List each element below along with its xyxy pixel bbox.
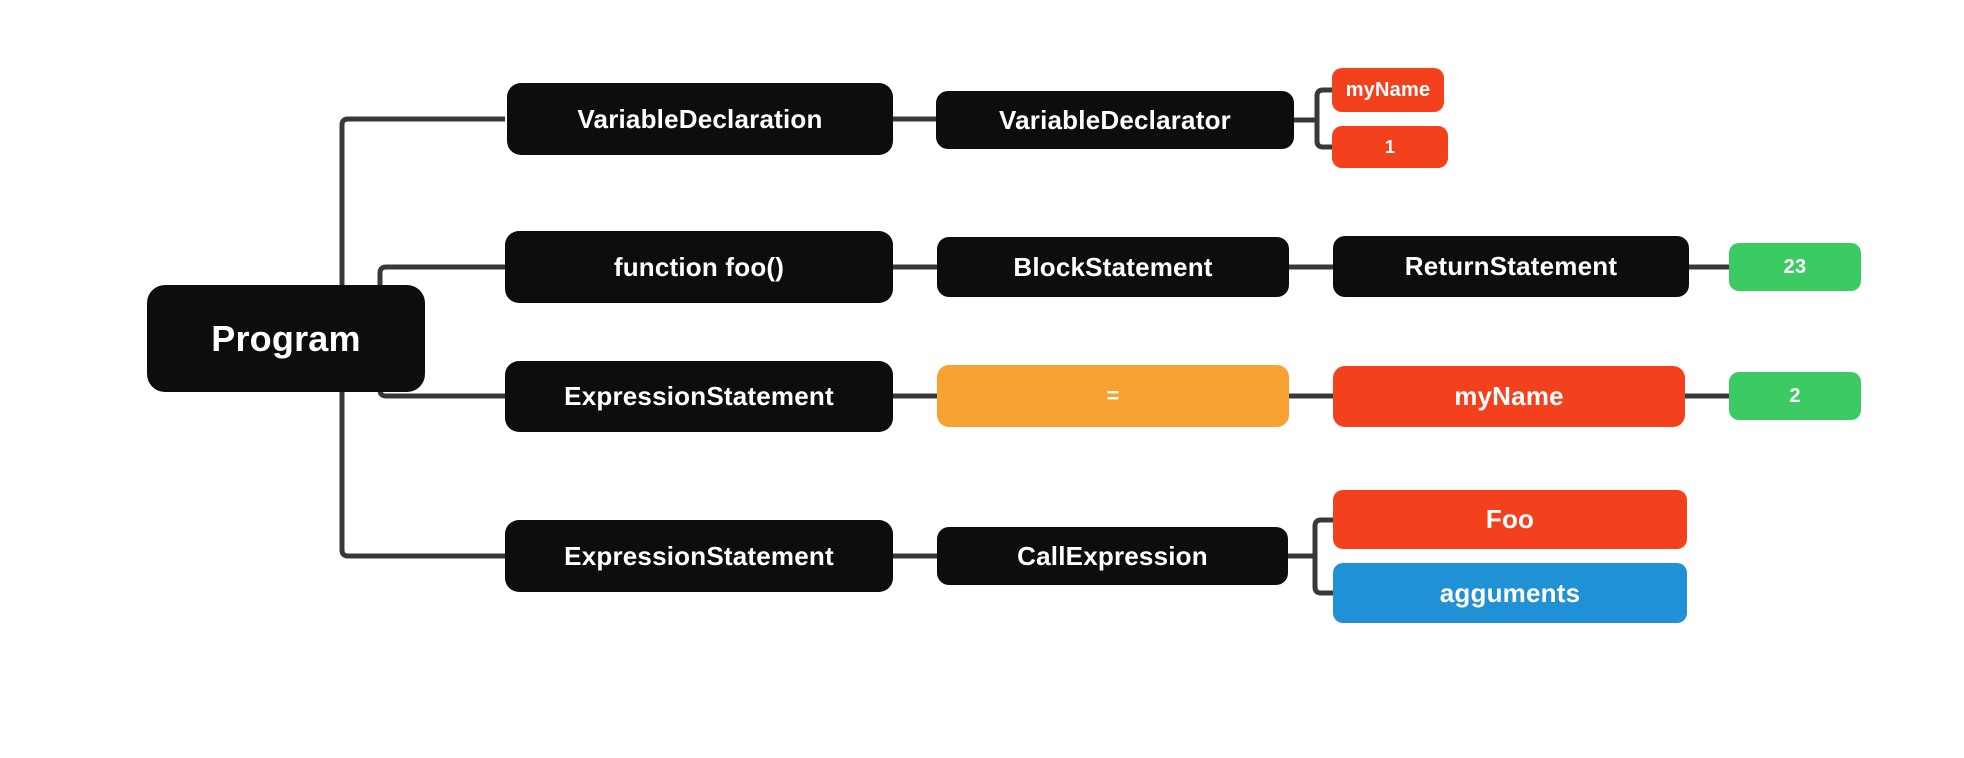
edge-callexpr-children <box>1288 517 1333 596</box>
node-literal-2: 2 <box>1729 372 1861 420</box>
node-literal-1: 1 <box>1332 126 1448 168</box>
node-literal-23: 23 <box>1729 243 1861 291</box>
node-callee-foo: Foo <box>1333 490 1687 549</box>
node-variable-declarator: VariableDeclarator <box>936 91 1294 149</box>
node-expression-statement-call: ExpressionStatement <box>505 520 893 592</box>
node-block-statement: BlockStatement <box>937 237 1289 297</box>
node-program: Program <box>147 285 425 392</box>
node-identifier-myname: myName <box>1332 68 1444 112</box>
node-call-expression: CallExpression <box>937 527 1288 585</box>
edge-vardtor-children <box>1294 87 1332 150</box>
node-assignment-target-myname: myName <box>1333 366 1685 427</box>
node-expression-statement-assign: ExpressionStatement <box>505 361 893 432</box>
node-assignment-operator: = <box>937 365 1289 427</box>
node-variable-declaration: VariableDeclaration <box>507 83 893 155</box>
node-function-foo: function foo() <box>505 231 893 303</box>
node-arguments: agguments <box>1333 563 1687 623</box>
node-return-statement: ReturnStatement <box>1333 236 1689 297</box>
